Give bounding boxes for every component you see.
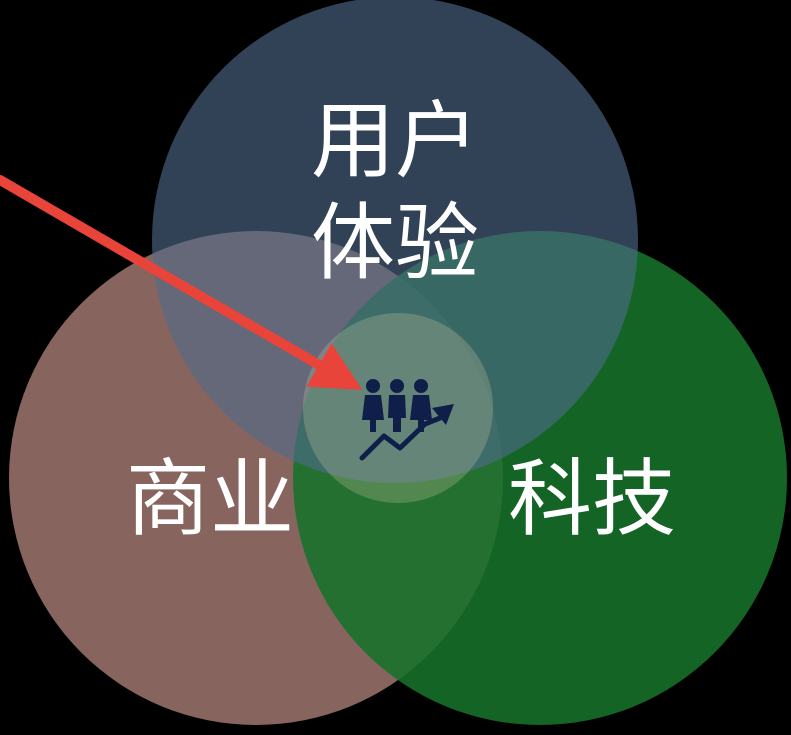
circle-ux (152, 0, 638, 483)
team-growth-icon (359, 379, 454, 461)
label-ux-line1: 用户 (311, 92, 479, 190)
pointer-arrow (0, 175, 363, 391)
label-tech: 科技 (508, 450, 676, 548)
label-ux-line2: 体验 (311, 194, 479, 292)
label-business: 商业 (126, 450, 294, 548)
